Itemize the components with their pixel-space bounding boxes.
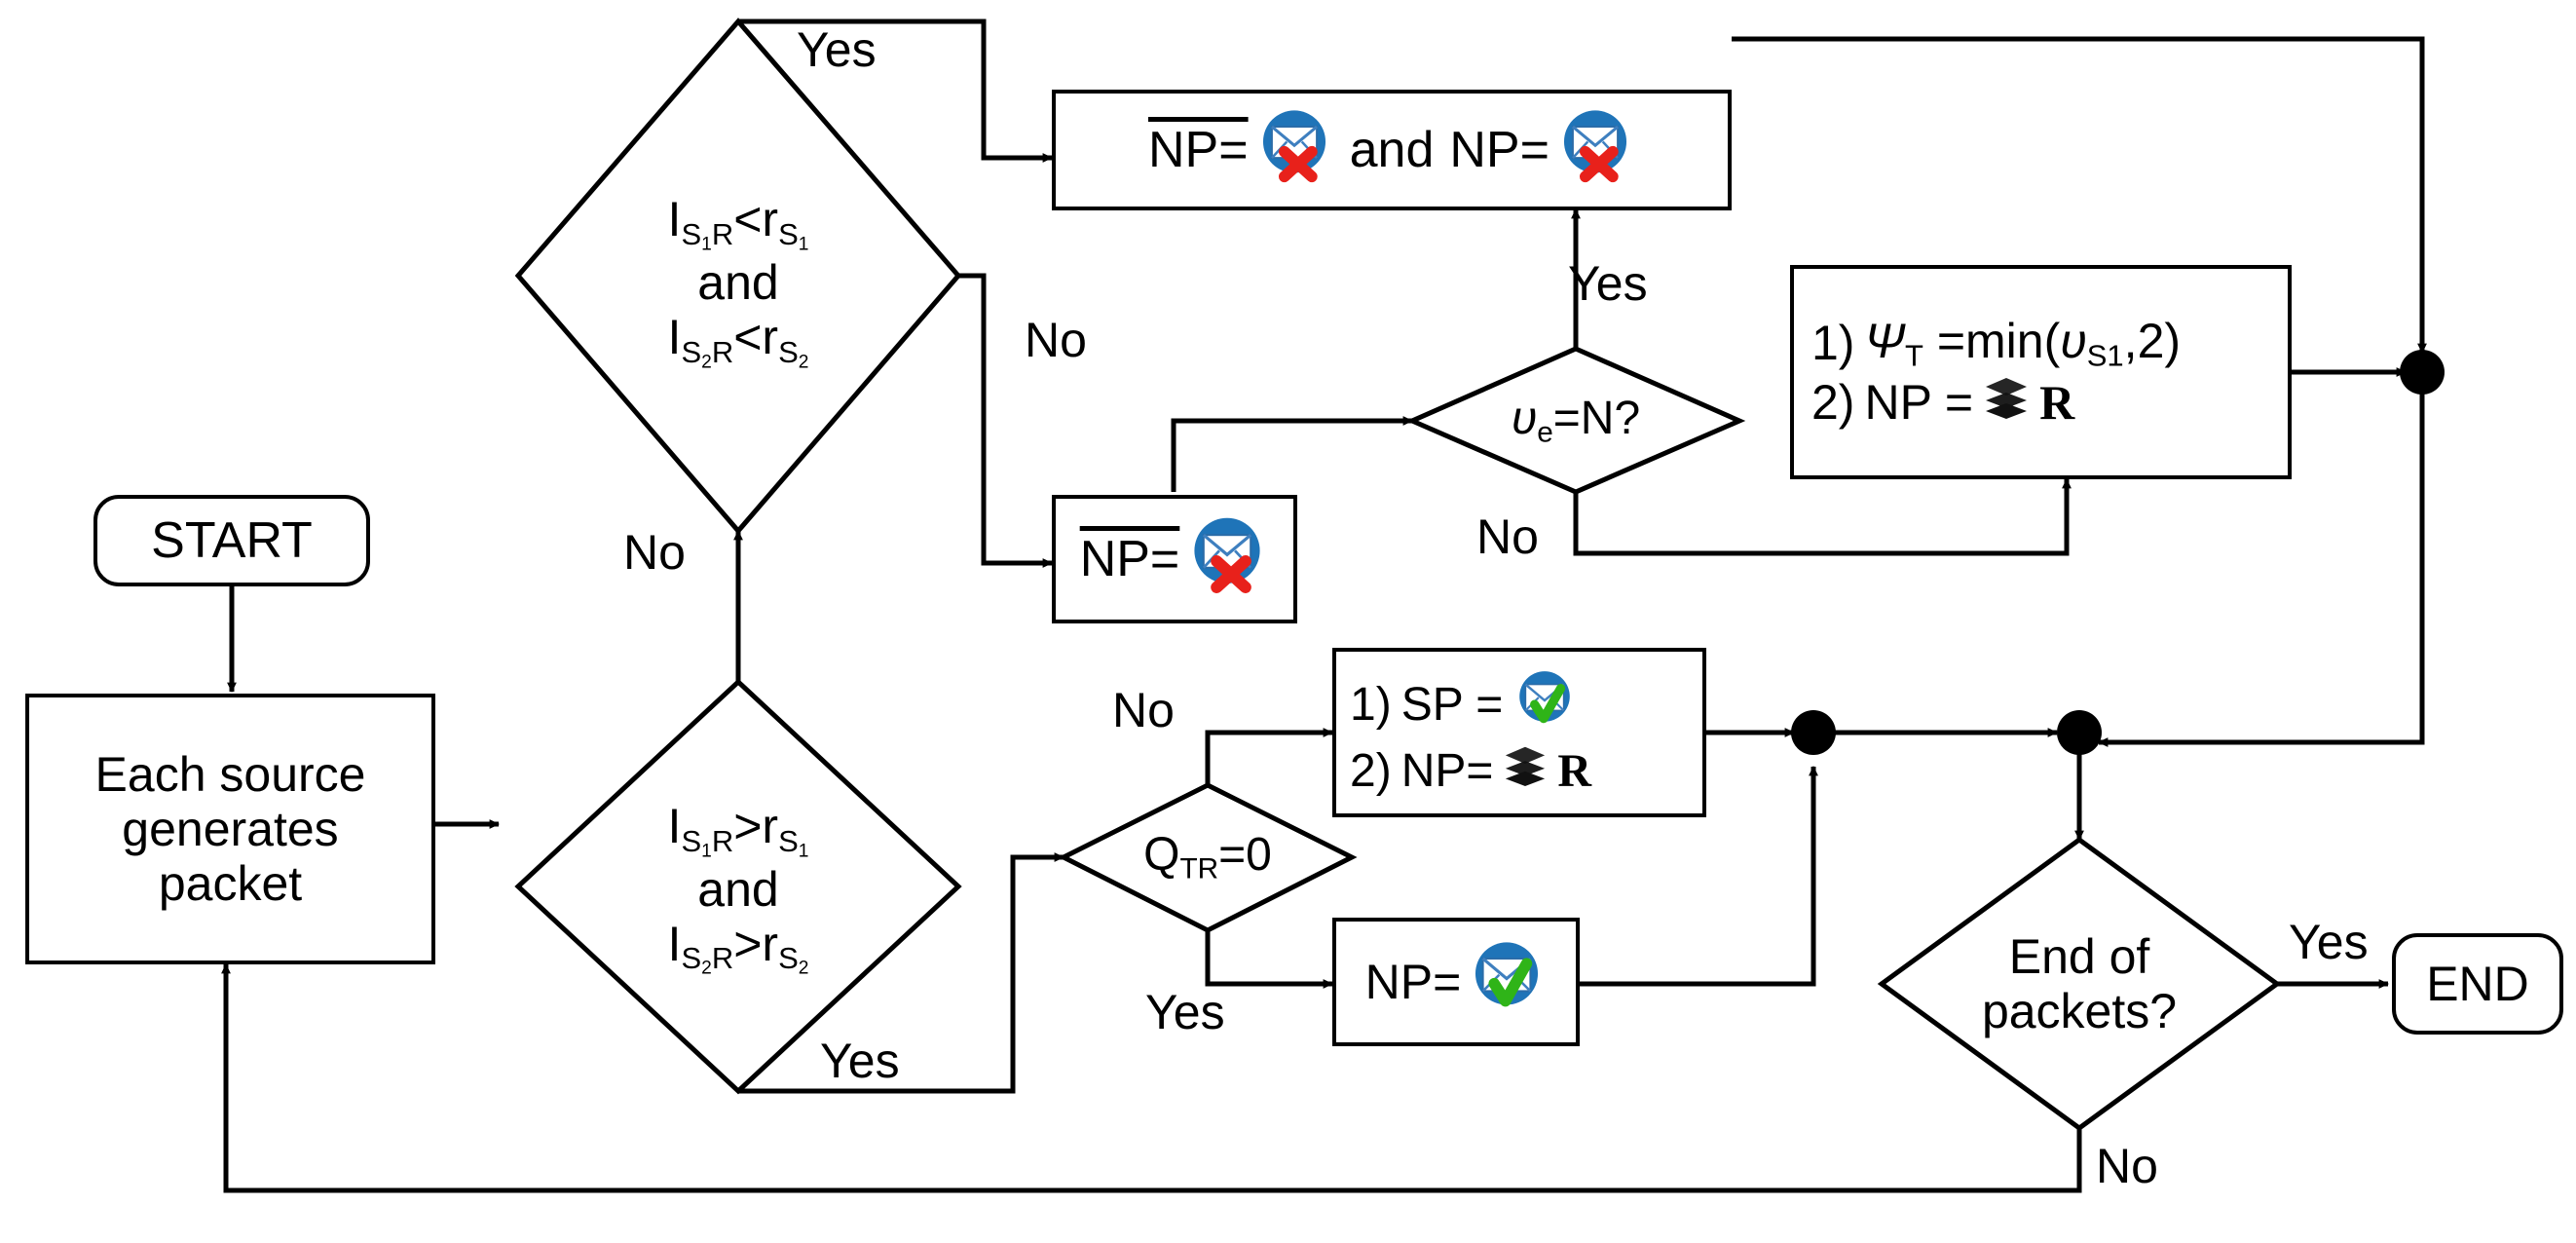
junction-dot-b [2057, 710, 2102, 755]
junction-dot-a [1791, 710, 1836, 755]
stack-layers-icon [1503, 742, 1548, 799]
sp-np-index: 2) [1350, 744, 1392, 797]
edge-label-no-end: No [2096, 1139, 2158, 1193]
decision-ve-text[interactable]: υe=N? [1451, 388, 1700, 454]
endq-line-1: End of [2008, 929, 2150, 984]
edge-label-yes-qtr: Yes [1145, 985, 1225, 1039]
np-ok-label: NP= [1364, 955, 1462, 1009]
np-relay-symbol: R [2039, 375, 2075, 431]
sp-np-symbol: R [1557, 744, 1592, 797]
edge-d1-yes-to-npbox [738, 19, 1054, 163]
decision-greater-line-2: and [697, 861, 779, 917]
decision-less-line-2: and [697, 255, 779, 310]
edge-label-no-below-d1: No [623, 525, 686, 580]
envelope-green-check-icon [1512, 666, 1577, 742]
psi-line-1: 1) ΨT =min(υS1,2) [1811, 313, 2288, 374]
npbar-label: NP= [1079, 531, 1180, 587]
psi-line-2: 2) NP = R [1811, 373, 2288, 432]
generate-line-2: generates [122, 802, 339, 856]
edge-qtr-no-to-spbox [1205, 728, 1334, 785]
envelope-red-x-icon [1254, 104, 1334, 197]
decision-greater-line-3: IS2R>rS2 [667, 916, 809, 979]
edge-junction-right-to-mergeB [2097, 390, 2425, 747]
npbar-false-box[interactable]: NP= [1052, 495, 1297, 623]
envelope-red-x-icon [1555, 104, 1635, 197]
edge-label-no-right-d1: No [1025, 313, 1087, 367]
envelope-green-check-icon [1467, 936, 1547, 1028]
sp-text: SP = [1400, 678, 1504, 731]
np-both-false-box[interactable]: NP= and NP= [1052, 90, 1732, 210]
edge-label-no-ve: No [1476, 509, 1539, 564]
np-relay-text: NP = [1864, 375, 1974, 431]
generate-line-3: packet [158, 856, 303, 911]
np-ok-content: NP= [1365, 936, 1548, 1028]
end-terminator[interactable]: END [2392, 933, 2563, 1035]
decision-less-line-3: IS2R<rS2 [667, 310, 809, 373]
decision-qtr-label: QTR=0 [1143, 829, 1272, 885]
psi-np-box[interactable]: 1) ΨT =min(υS1,2) 2) NP = R [1790, 265, 2292, 479]
sp-index: 1) [1350, 678, 1392, 731]
end-label: END [2426, 957, 2529, 1011]
decision-endq-text[interactable]: End of packets? [1909, 916, 2250, 1052]
psi-np-content: 1) ΨT =min(υS1,2) 2) NP = R [1794, 313, 2288, 433]
decision-qtr-text[interactable]: QTR=0 [1091, 826, 1325, 888]
edge-npbox-to-junction-right [1732, 36, 2427, 355]
np-both-false-content: NP= and NP= [1148, 104, 1635, 197]
decision-less-line-1: IS1R<rS1 [667, 192, 809, 255]
edge-label-no-qtr: No [1112, 683, 1175, 737]
npbar-false-content: NP= [1080, 511, 1270, 608]
generate-line-1: Each source [94, 747, 366, 802]
decision-less-text[interactable]: IS1R<rS1 and IS2R<rS2 [575, 146, 902, 419]
edge-npok-to-mergeA [1580, 765, 1818, 987]
edge-qtr-yes-to-npok [1205, 930, 1334, 989]
decision-greater-line-1: IS1R>rS1 [667, 798, 809, 861]
envelope-red-x-icon [1185, 511, 1269, 608]
np-index: 2) [1811, 375, 1855, 431]
sp-line-1: 1) SP = [1350, 666, 1702, 742]
sp-np-box[interactable]: 1) SP = 2) NP= [1332, 648, 1706, 817]
edge-label-yes-top: Yes [797, 22, 877, 77]
psi-index: 1) [1811, 315, 1855, 370]
edge-d1-no-to-npbar [958, 273, 1054, 568]
edge-ve-no-to-psi [1573, 477, 2072, 556]
psi-formula: ΨT =min(υS1,2) [1864, 313, 2182, 373]
np-conjunction: and [1349, 122, 1435, 178]
sp-np-content: 1) SP = 2) NP= [1336, 666, 1702, 799]
stack-layers-icon [1983, 373, 2030, 432]
edge-npbar-to-ve [1171, 416, 1414, 492]
start-terminator[interactable]: START [93, 495, 370, 586]
sp-line-2: 2) NP= R [1350, 742, 1702, 799]
junction-dot-right [2400, 350, 2445, 395]
endq-line-2: packets? [1981, 984, 2178, 1038]
sp-np-text: NP= [1400, 744, 1494, 797]
edge-label-yes-end: Yes [2289, 915, 2369, 969]
start-label: START [151, 511, 313, 569]
edge-label-yes-d2: Yes [820, 1034, 900, 1088]
npbar-label-1: NP= [1148, 122, 1249, 178]
edge-endq-no-to-generate [221, 962, 2082, 1193]
edge-label-yes-ve: Yes [1568, 256, 1648, 311]
np-ok-box[interactable]: NP= [1332, 918, 1580, 1046]
decision-ve-label: υe=N? [1511, 393, 1641, 449]
generate-packet-box[interactable]: Each source generates packet [25, 694, 435, 964]
np-label-2: NP= [1449, 122, 1549, 178]
decision-greater-text[interactable]: IS1R>rS1 and IS2R>rS2 [575, 755, 902, 1023]
